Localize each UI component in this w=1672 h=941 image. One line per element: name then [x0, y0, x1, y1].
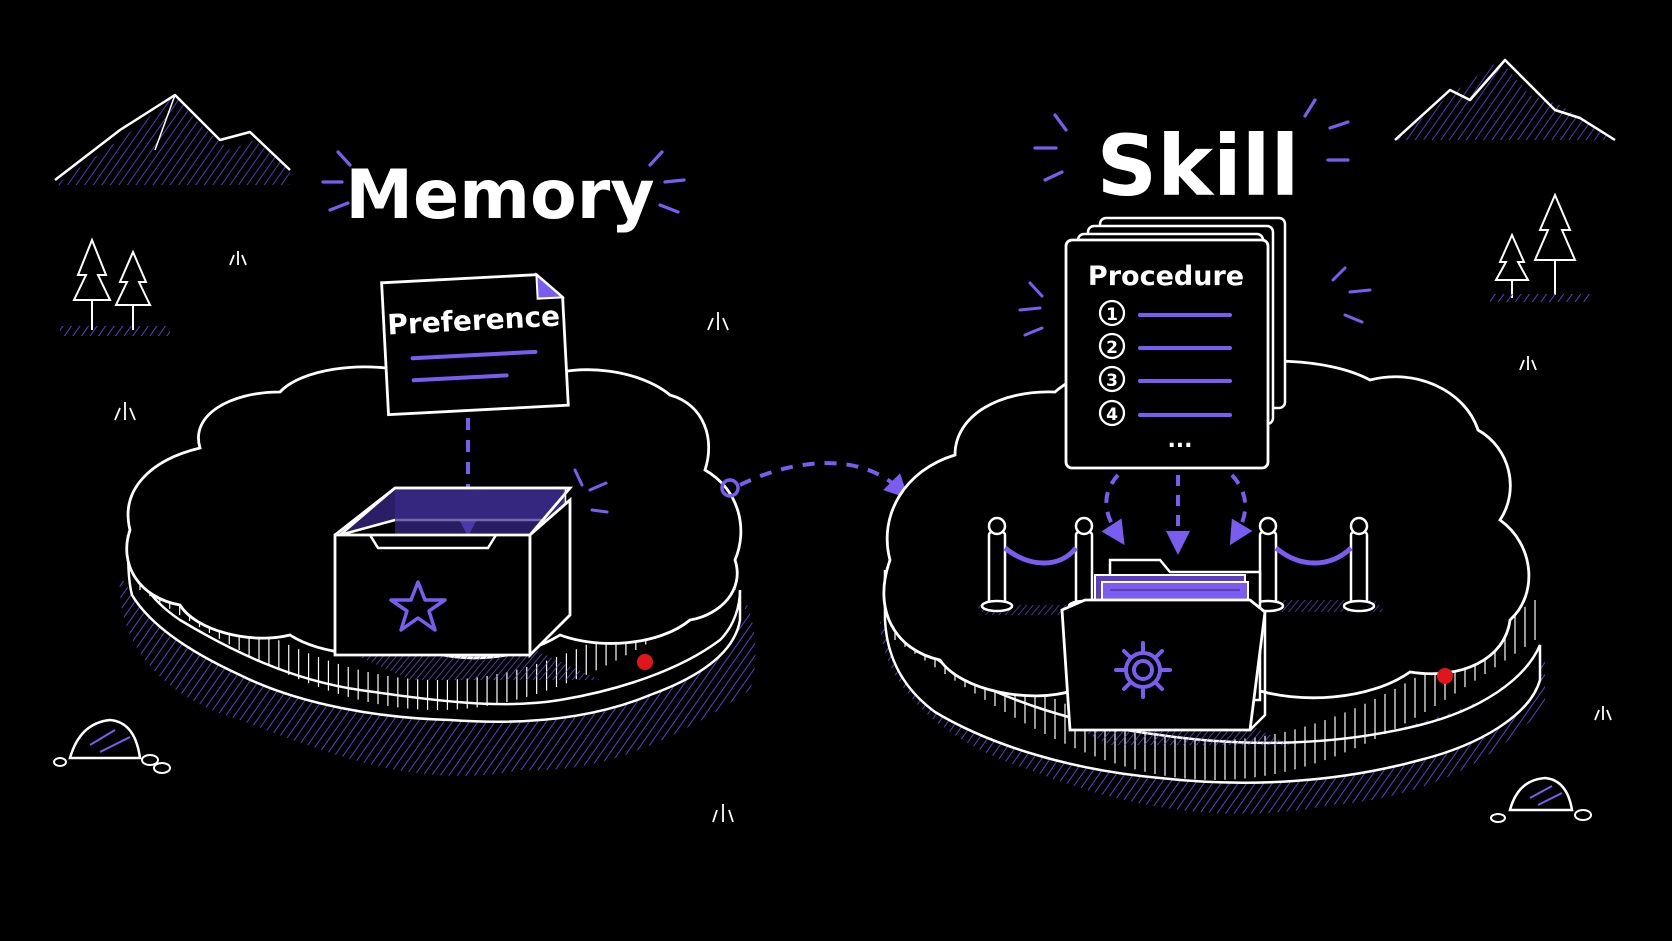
skill-title: Skill	[1097, 117, 1300, 215]
trees-left	[72, 237, 152, 330]
memory-title: Memory	[345, 156, 654, 235]
star-icon	[389, 580, 447, 632]
memory-box	[333, 486, 600, 680]
step-number: 2	[1106, 338, 1118, 358]
procedure-step-1: 1	[1098, 299, 1232, 327]
memory-to-skill-arrow	[720, 461, 909, 499]
trees-right	[1494, 192, 1577, 298]
procedure-step-2: 2	[1098, 332, 1232, 360]
memory-title-sparkles	[321, 150, 686, 214]
marker-dot-left	[637, 654, 653, 670]
procedure-card-stack: Procedure 1 2 3 4 ...	[1064, 216, 1287, 470]
skill-title-sparkles	[1033, 98, 1350, 182]
procedure-card-sparkles	[1018, 266, 1372, 337]
gear-icon	[1114, 641, 1172, 699]
procedure-step-3: 3	[1098, 365, 1232, 393]
ground-right	[1490, 294, 1590, 302]
step-number: 4	[1106, 405, 1118, 425]
rocks-left	[53, 718, 171, 774]
marker-dot-right	[1437, 668, 1453, 684]
procedure-card-label: Procedure	[1088, 261, 1244, 292]
rocks-right	[1490, 776, 1592, 823]
step-number: 1	[1106, 305, 1118, 325]
procedure-ellipsis: ...	[1167, 428, 1192, 453]
mountains-right	[1394, 58, 1616, 142]
box-sparkle	[573, 468, 609, 514]
ground-left	[60, 326, 170, 336]
procedure-to-folder-arrows	[1101, 473, 1253, 555]
grass-tufts	[114, 251, 1612, 823]
step-number: 3	[1106, 371, 1118, 391]
mountains-left	[54, 93, 291, 185]
procedure-step-4: 4	[1098, 399, 1232, 427]
skill-folder	[1060, 558, 1290, 745]
skill-island	[880, 359, 1545, 814]
preference-card: Preference	[380, 272, 570, 417]
